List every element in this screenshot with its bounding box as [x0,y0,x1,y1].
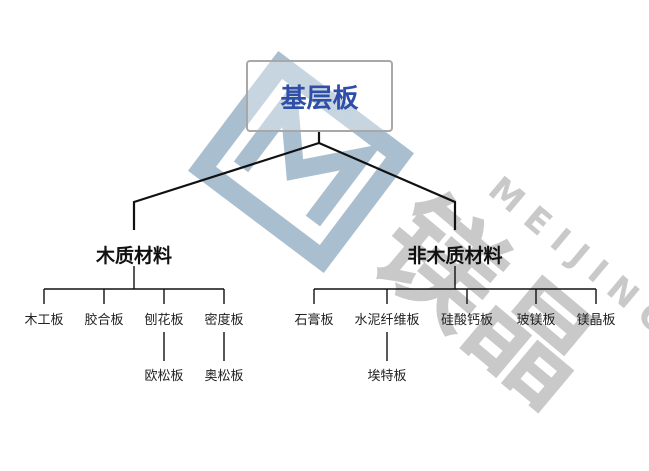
leaf-node: 刨花板 [144,313,184,328]
sub-leaf-node: 奥松板 [204,369,244,384]
leaf-node: 硅酸钙板 [440,313,494,328]
root-label: 基层板 [280,83,359,114]
leaf-node: 玻镁板 [516,313,556,328]
category-non-wood: 非木质材料 [407,245,503,267]
category-wood: 木质材料 [95,245,173,267]
sub-leaf-node: 欧松板 [144,369,184,384]
leaf-node: 镁晶板 [576,313,616,328]
root-node: 基层板 [246,60,393,132]
leaf-node: 石膏板 [294,313,334,328]
sub-leaf-node: 埃特板 [367,369,407,384]
leaf-node: 木工板 [24,313,64,328]
leaf-node: 水泥纤维板 [354,313,420,328]
leaf-node: 胶合板 [84,313,124,328]
logo-mark-icon [187,50,415,274]
leaf-node: 密度板 [204,313,244,328]
branch-left [132,141,320,230]
branch-right [318,141,457,230]
